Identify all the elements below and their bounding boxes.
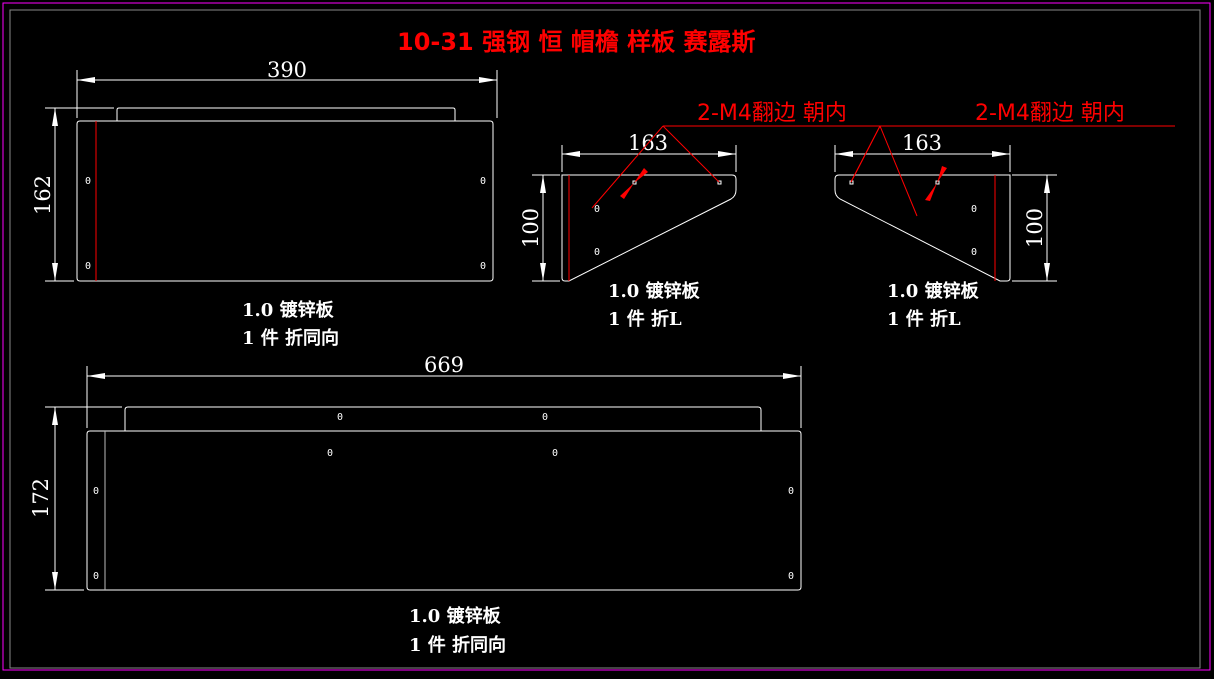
width-dimension: 163 [902,131,942,155]
part-right-bracket: 163 100 0 0 2-M4翻边 朝内 1.0 镀锌板 1 件 折L [834,101,1175,330]
arrowhead [1044,263,1050,281]
bracket-outline [834,174,1011,282]
leader-line [879,125,918,217]
material-label: 1.0 镀锌板 [608,280,701,302]
hole-mark: 0 [337,412,343,423]
hole-mark: 0 [93,571,99,582]
height-dimension: 172 [29,478,53,518]
arrowhead [52,407,58,425]
quantity-label: 1 件 折L [608,308,682,330]
flange-outline [124,406,762,431]
arrowhead [620,183,634,199]
hole-mark: 0 [788,571,794,582]
material-label: 1.0 镀锌板 [409,605,502,627]
panel-outline [76,120,494,282]
callout-text: 2-M4翻边 朝内 [975,101,1125,126]
hole-mark: 0 [93,486,99,497]
height-dimension: 100 [519,208,543,248]
hole-mark: 0 [971,204,977,215]
material-label: 1.0 镀锌板 [242,299,335,321]
drawing-frame [9,9,1201,669]
height-dimension: 100 [1023,208,1047,248]
arrowhead [718,151,736,157]
hole-mark: 0 [85,261,91,272]
height-dimension: 162 [31,175,55,215]
arrowhead [479,77,497,83]
arrowhead [1044,175,1050,193]
arrowhead [87,373,105,379]
drawing-title: 10-31 强钢 恒 帽檐 样板 赛露斯 [397,28,756,56]
arrowhead [77,77,95,83]
flange-outline [116,107,456,121]
arrowhead [992,151,1010,157]
hole-mark: 0 [788,486,794,497]
hole-mark: 0 [480,176,486,187]
hole-mark: 0 [594,247,600,258]
hole-mark: 0 [85,176,91,187]
hole-mark: 0 [327,448,333,459]
callout-text: 2-M4翻边 朝内 [697,101,847,126]
arrowhead [634,168,648,183]
hole-mark: 0 [971,247,977,258]
leader-line [662,125,720,183]
m4-hole [935,180,940,185]
part-top-panel: 390 162 0 0 0 0 1.0 镀锌板 1 件 折同向 [31,58,498,349]
arrowhead [52,263,58,281]
arrowhead [937,166,947,183]
part-front-panel: 669 172 0 0 0 0 0 0 0 0 1.0 镀锌板 1 件 折同向 [29,353,802,656]
hole-mark: 0 [594,204,600,215]
arrowhead [52,572,58,590]
panel-outline [86,430,802,591]
width-dimension: 390 [267,58,307,82]
arrowhead [925,183,937,201]
quantity-label: 1 件 折L [887,308,961,330]
hole-mark: 0 [480,261,486,272]
hole-mark: 0 [542,412,548,423]
quantity-label: 1 件 折同向 [242,327,339,349]
part-left-bracket: 163 100 0 0 2-M4翻边 朝内 1.0 镀锌板 1 件 折L [519,101,897,330]
m4-hole [717,180,722,185]
material-label: 1.0 镀锌板 [887,280,980,302]
quantity-label: 1 件 折同向 [409,634,506,656]
leader-line [591,125,664,209]
arrowhead [540,175,546,193]
arrowhead [540,263,546,281]
drawing-line [850,125,881,183]
m4-hole [632,180,637,185]
arrowhead [52,108,58,126]
arrowhead [835,151,853,157]
width-dimension: 669 [424,353,464,377]
arrowhead [562,151,580,157]
arrowhead [783,373,801,379]
bracket-outline [561,174,737,282]
hole-mark: 0 [552,448,558,459]
